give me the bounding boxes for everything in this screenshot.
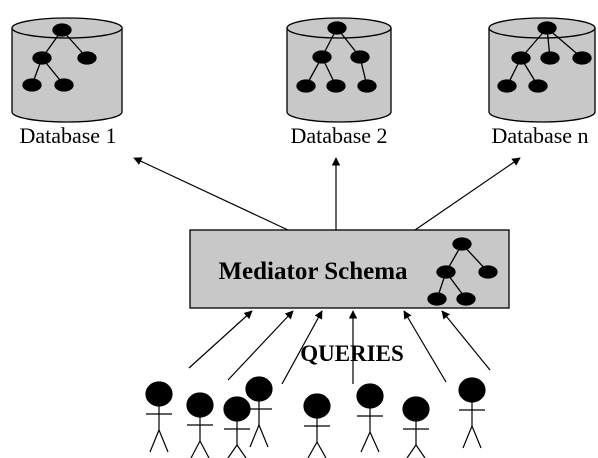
tree-schema-icon [427,237,498,306]
database-label: Database 2 [290,123,387,148]
database-1: Database 1 [11,17,123,148]
mediator-to-database-arrows [133,157,521,231]
mediator-title: Mediator Schema [218,258,408,285]
person-stick-figure-icon [402,396,430,458]
person-stick-figure-icon [223,396,251,458]
query-arrows [188,310,491,385]
tree-schema-icon [497,21,592,93]
database-2: Database 2 [286,17,392,148]
database-label: Database n [491,123,588,148]
arrow-icon [227,310,294,381]
person-stick-figure-icon [145,381,173,453]
person-stick-figure-icon [356,383,384,453]
person-stick-figure-icon [186,392,214,458]
person-stick-figure-icon [458,377,486,449]
arrow-icon [281,310,323,385]
arrow-icon [414,157,521,231]
arrow-icon [133,157,289,231]
tree-schema-icon [296,21,377,93]
tree-schema-icon [22,23,97,92]
database-n: Database n [488,17,596,148]
database-cylinder-icon [11,17,123,123]
queries-label: QUERIES [300,341,404,366]
arrow-icon [441,310,491,371]
arrow-icon [188,310,253,369]
users [145,376,486,458]
person-stick-figure-icon [303,393,331,458]
database-label: Database 1 [19,123,116,148]
mediator-schema: Mediator Schema [189,229,510,309]
person-stick-figure-icon [245,376,273,448]
arrow-icon [403,310,447,383]
